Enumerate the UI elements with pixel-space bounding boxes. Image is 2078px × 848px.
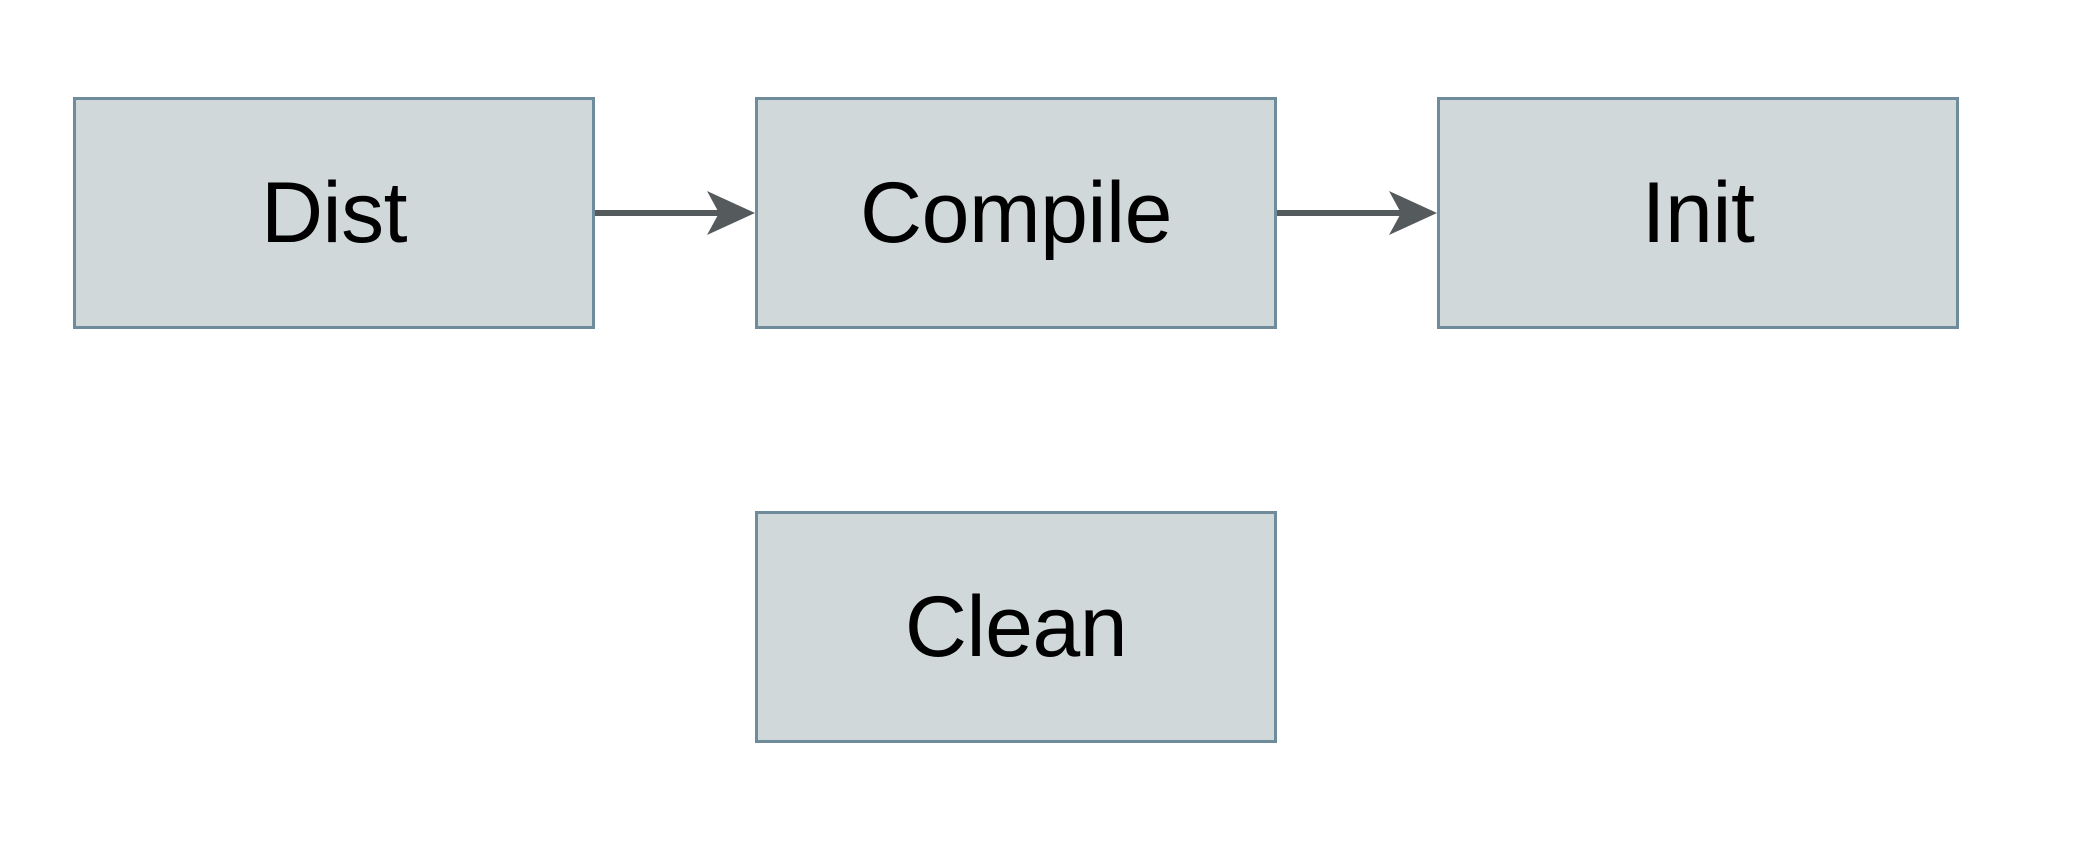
node-dist-label: Dist bbox=[260, 165, 408, 261]
node-clean[interactable]: Clean bbox=[755, 511, 1277, 743]
node-compile[interactable]: Compile bbox=[755, 97, 1277, 329]
node-compile-label: Compile bbox=[860, 165, 1172, 261]
arrowhead-icon bbox=[1389, 191, 1437, 235]
node-clean-label: Clean bbox=[904, 579, 1128, 675]
edge-dist-to-compile[interactable] bbox=[595, 183, 755, 243]
node-dist[interactable]: Dist bbox=[73, 97, 595, 329]
edge-compile-to-init[interactable] bbox=[1277, 183, 1437, 243]
arrowhead-icon bbox=[707, 191, 755, 235]
node-init[interactable]: Init bbox=[1437, 97, 1959, 329]
node-init-label: Init bbox=[1641, 165, 1755, 261]
